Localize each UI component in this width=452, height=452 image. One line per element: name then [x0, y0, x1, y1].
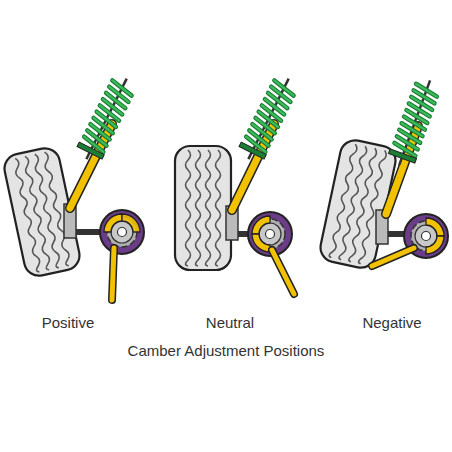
positive-assembly	[2, 72, 144, 300]
negative-assembly	[318, 76, 448, 271]
position-label: Neutral	[206, 314, 254, 332]
position-label: Positive	[42, 314, 95, 332]
diagram-caption: Camber Adjustment Positions	[128, 342, 325, 360]
neutral-assembly	[175, 72, 301, 294]
position-label: Negative	[362, 314, 421, 332]
